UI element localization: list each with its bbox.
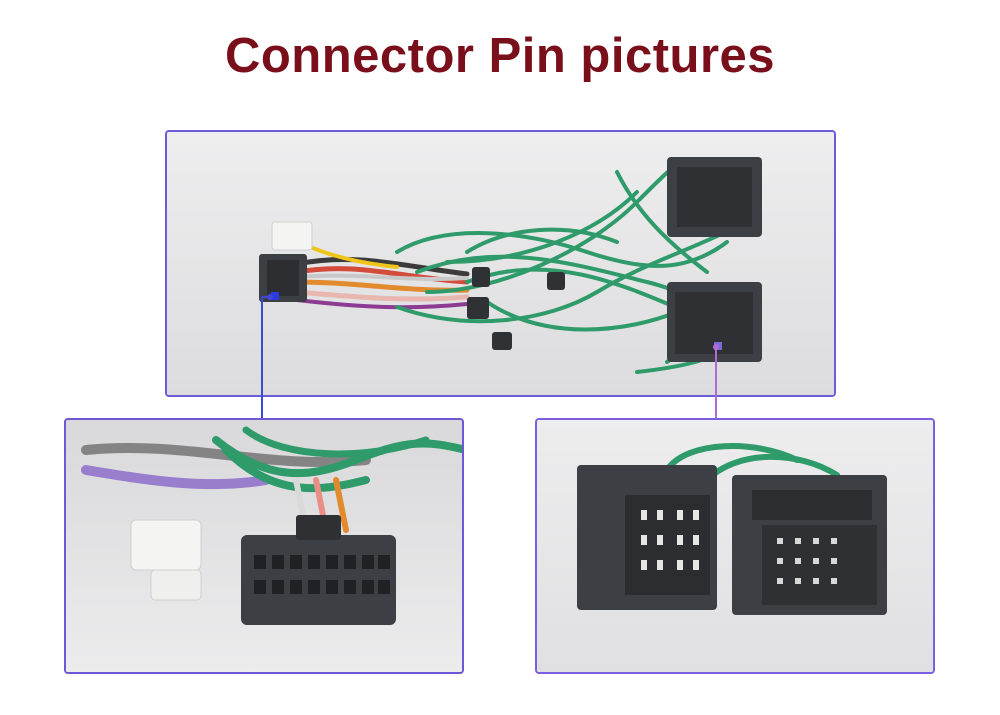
harness-overview-photo xyxy=(165,130,836,397)
sixteen-pin-connector xyxy=(259,254,307,302)
callout-dot-right xyxy=(713,344,719,350)
callout-dot-left xyxy=(267,294,273,300)
page-title: Connector Pin pictures xyxy=(224,29,776,83)
white-connector xyxy=(130,519,202,601)
connector-right-block xyxy=(732,475,887,615)
connector-left-block xyxy=(577,465,717,610)
sixteen-pin-closeup-photo xyxy=(64,418,464,674)
sixteen-pin-dark-connector xyxy=(241,515,396,625)
small-white-connector xyxy=(271,221,313,251)
quadlock-closeup-photo xyxy=(535,418,935,674)
quadlock-connector-upper xyxy=(667,157,762,237)
